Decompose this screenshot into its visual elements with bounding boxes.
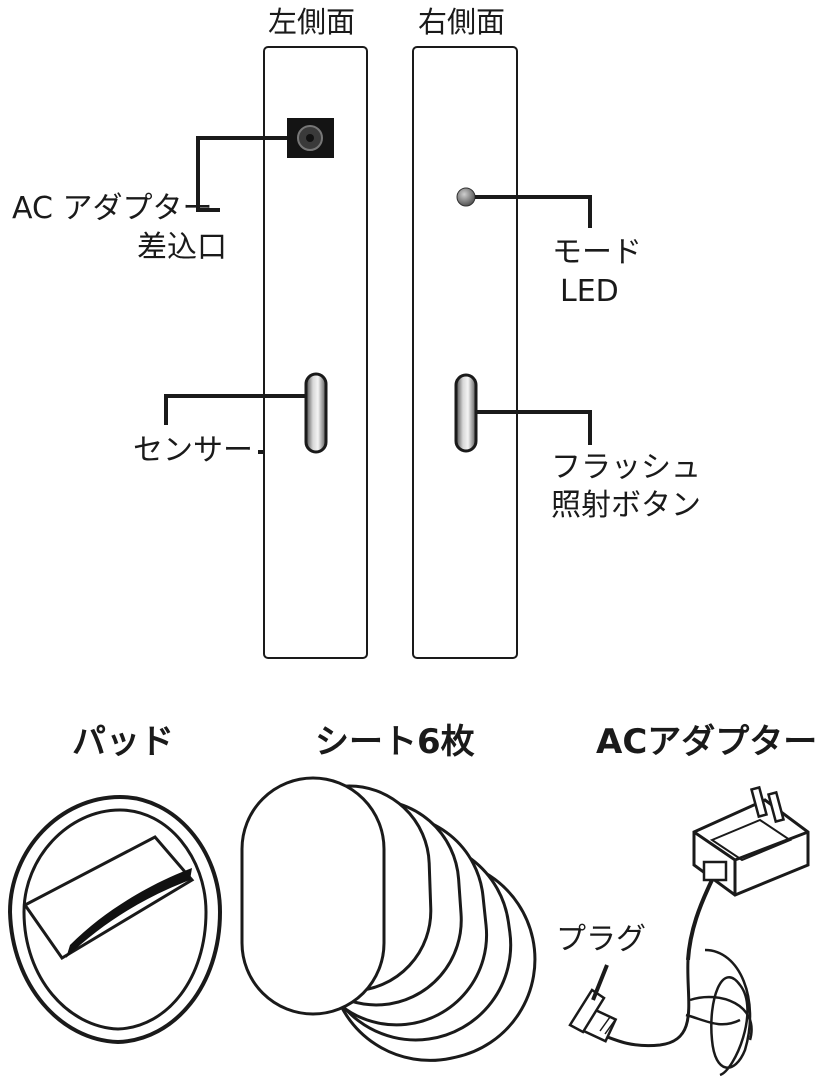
ac-adapter-port [287,118,334,158]
pad-title: パッド [72,722,174,762]
right-side-label: 右側面 [418,5,506,39]
left-side-panel [263,46,368,659]
ac-adapter-illustration [568,785,810,1077]
sensor-label: センサー [133,433,253,468]
sheets-title: シート6枚 [315,722,475,762]
ac-port-label-line1: AC アダプター [12,191,213,226]
right-side-panel [412,46,518,659]
pad-illustration [7,794,223,1045]
flash-button [454,373,478,453]
ac-port-leader [196,136,287,212]
flash-button-label-line1: フラッシュ [551,450,701,485]
plug-label: プラグ [556,922,646,957]
mode-led [456,187,476,207]
mode-led-label-line2: LED [560,274,619,309]
mode-led-label-line1: モード [552,235,642,270]
left-side-label: 左側面 [268,5,356,39]
sensor-window [304,372,328,454]
sheets-illustration [240,776,537,1062]
mode-led-leader [475,195,592,228]
flash-button-leader [476,410,592,445]
sensor-leader [164,394,306,425]
flash-button-label-line2: 照射ボタン [551,488,701,523]
ac-adapter-title: ACアダプター [596,722,818,762]
ac-port-label-line2: 差込口 [137,230,227,265]
plug-leader [591,964,609,1001]
